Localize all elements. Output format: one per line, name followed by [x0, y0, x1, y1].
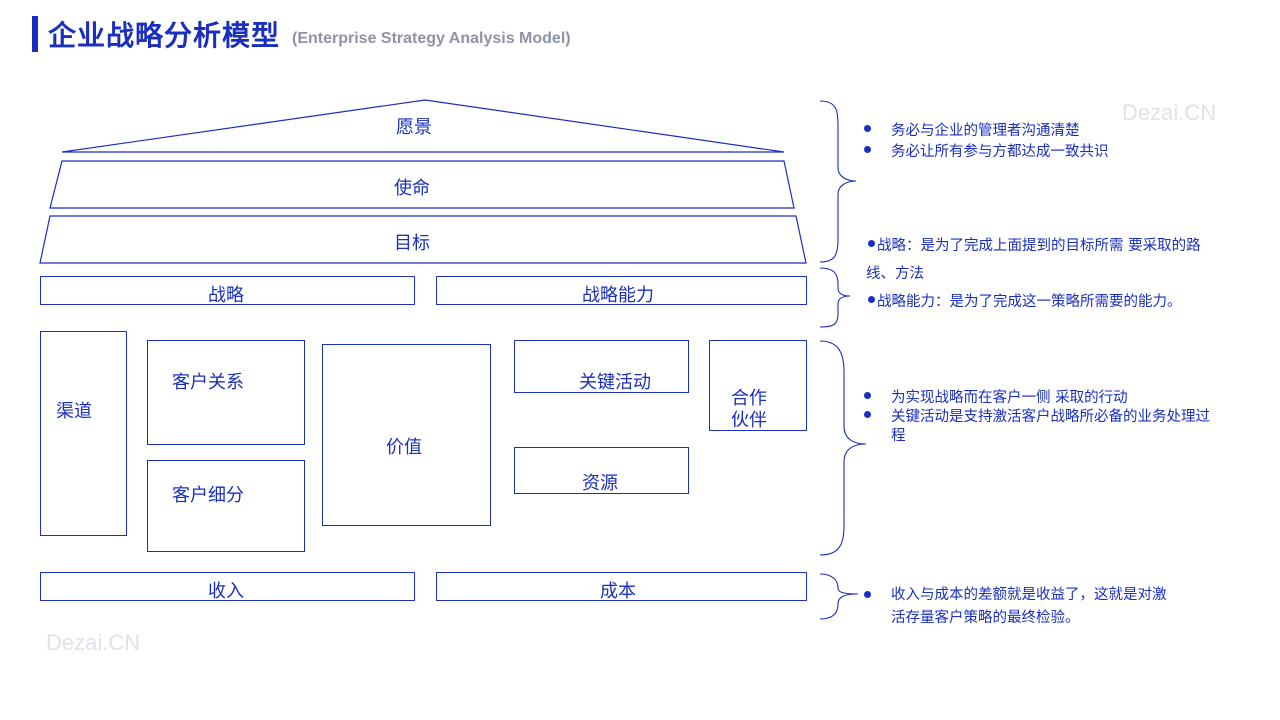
revenue-box [40, 572, 415, 601]
bullet-icon [864, 146, 871, 153]
brace-model [819, 340, 867, 556]
vision-roof [61, 99, 785, 153]
strategy-box [40, 276, 415, 305]
page-title: 企业战略分析模型 [48, 19, 281, 52]
channel-box [40, 331, 127, 536]
note-model-3: 程 [891, 428, 906, 444]
note-model-2: 关键活动是支持激活客户战略所必备的业务处理过 [891, 409, 1210, 425]
bullet-icon [864, 392, 871, 399]
key-activities-box [514, 340, 689, 393]
watermark-top-right: Dezai.CN [1122, 100, 1217, 125]
note-finance-line2: 活存量客户策略的最终检验。 [891, 610, 1080, 626]
customer-segments-box [147, 460, 305, 552]
mission-label: 使命 [394, 178, 430, 199]
note-capability: 战略能力：是为了完成这一策略所需要的能力。 [877, 294, 1182, 310]
partners-label-line2: 伙伴 [731, 410, 767, 431]
cost-label: 成本 [600, 581, 636, 602]
resources-label: 资源 [582, 473, 618, 494]
brace-finance [819, 573, 859, 620]
value-label: 价值 [386, 437, 422, 458]
resources-box [514, 447, 689, 494]
bullet-icon [868, 240, 875, 247]
bullet-icon [864, 411, 871, 418]
note-vision-1: 务必与企业的管理者沟通清楚 [891, 123, 1080, 139]
revenue-label: 收入 [208, 581, 244, 602]
capability-label: 战略能力 [582, 285, 654, 306]
customer-segments-label: 客户细分 [172, 485, 244, 506]
partners-label-line1: 合作 [731, 388, 767, 409]
partners-box [709, 340, 807, 431]
note-strategy-line2: 线、方法 [866, 266, 924, 282]
customer-relations-label: 客户关系 [172, 372, 244, 393]
key-activities-label: 关键活动 [579, 372, 651, 393]
note-finance-line1: 收入与成本的差额就是收益了，这就是对激 [891, 587, 1167, 603]
bullet-icon [868, 296, 875, 303]
note-model-1: 为实现战略而在客户一侧 采取的行动 [891, 390, 1128, 406]
vision-label: 愿景 [396, 117, 432, 138]
bullet-icon [864, 591, 871, 598]
channel-label: 渠道 [56, 401, 92, 422]
customer-relations-box [147, 340, 305, 445]
mission-trapezoid [49, 160, 795, 209]
brace-strategy [819, 267, 851, 328]
strategy-label: 战略 [208, 285, 244, 306]
value-box [322, 344, 491, 526]
cost-box [436, 572, 807, 601]
goal-trapezoid [39, 215, 807, 264]
goal-label: 目标 [394, 233, 430, 254]
bullet-icon [864, 125, 871, 132]
capability-box [436, 276, 807, 305]
note-vision-2: 务必让所有参与方都达成一致共识 [891, 144, 1109, 160]
title-accent-bar [32, 16, 38, 52]
page-subtitle: (Enterprise Strategy Analysis Model) [292, 30, 571, 47]
note-strategy-line1: 战略：是为了完成上面提到的目标所需 要采取的路 [877, 238, 1201, 254]
brace-vision [819, 100, 857, 263]
watermark-bottom-left: Dezai.CN [46, 630, 141, 655]
